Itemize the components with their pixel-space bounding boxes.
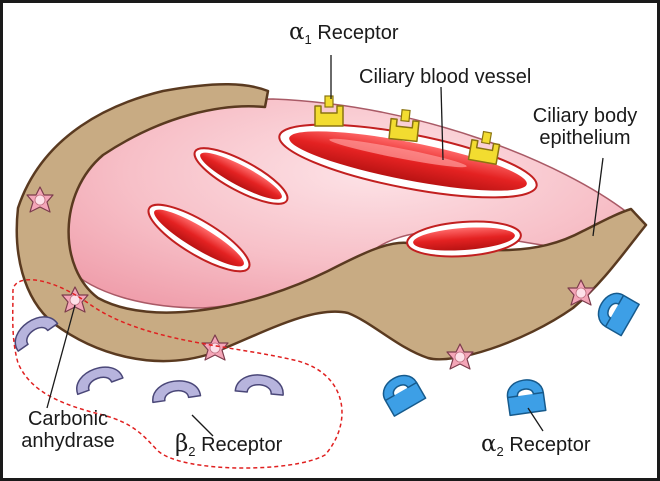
- subscript: 1: [304, 32, 312, 47]
- label-line: epithelium: [539, 127, 631, 149]
- label-text: Receptor: [317, 22, 399, 44]
- label-line: Carbonic: [27, 408, 109, 430]
- beta-symbol: β: [175, 431, 189, 457]
- alpha2-receptor: [591, 287, 640, 337]
- subscript: 2: [496, 444, 504, 459]
- beta2-receptor: [149, 377, 202, 404]
- label-line: anhydrase: [21, 430, 115, 452]
- alpha1-receptor-label: α1 Receptor: [289, 21, 399, 51]
- alpha2-receptor: [504, 376, 547, 417]
- blood-vessel-1: [193, 147, 289, 205]
- highlight-outline: [11, 278, 343, 469]
- beta2-receptor: [234, 372, 286, 396]
- beta2-receptor: [70, 360, 124, 396]
- subscript: 2: [188, 444, 196, 459]
- label-text: Receptor: [509, 434, 591, 456]
- label-line: Ciliary body: [532, 105, 638, 127]
- ciliary-body-epithelium-label: Ciliary body epithelium: [515, 105, 655, 149]
- alpha-symbol: α: [481, 431, 497, 457]
- blood-vessel-3: [406, 220, 522, 258]
- alpha2-receptor: [377, 368, 427, 417]
- beta2-receptor-label: β2 Receptor: [175, 433, 282, 463]
- blood-vessel-2: [147, 203, 251, 273]
- ciliary-body-epithelium: [15, 82, 648, 363]
- leader-lines: [46, 55, 604, 437]
- ciliary-body-diagram: [7, 55, 648, 469]
- carbonic-anhydrase-label: Carbonic anhydrase: [5, 408, 131, 452]
- ciliary-blood-vessel-label: Ciliary blood vessel: [359, 66, 532, 88]
- alpha2-receptor-label: α2 Receptor: [481, 433, 591, 463]
- alpha-symbol: α: [289, 19, 305, 45]
- label-text: Receptor: [201, 434, 283, 456]
